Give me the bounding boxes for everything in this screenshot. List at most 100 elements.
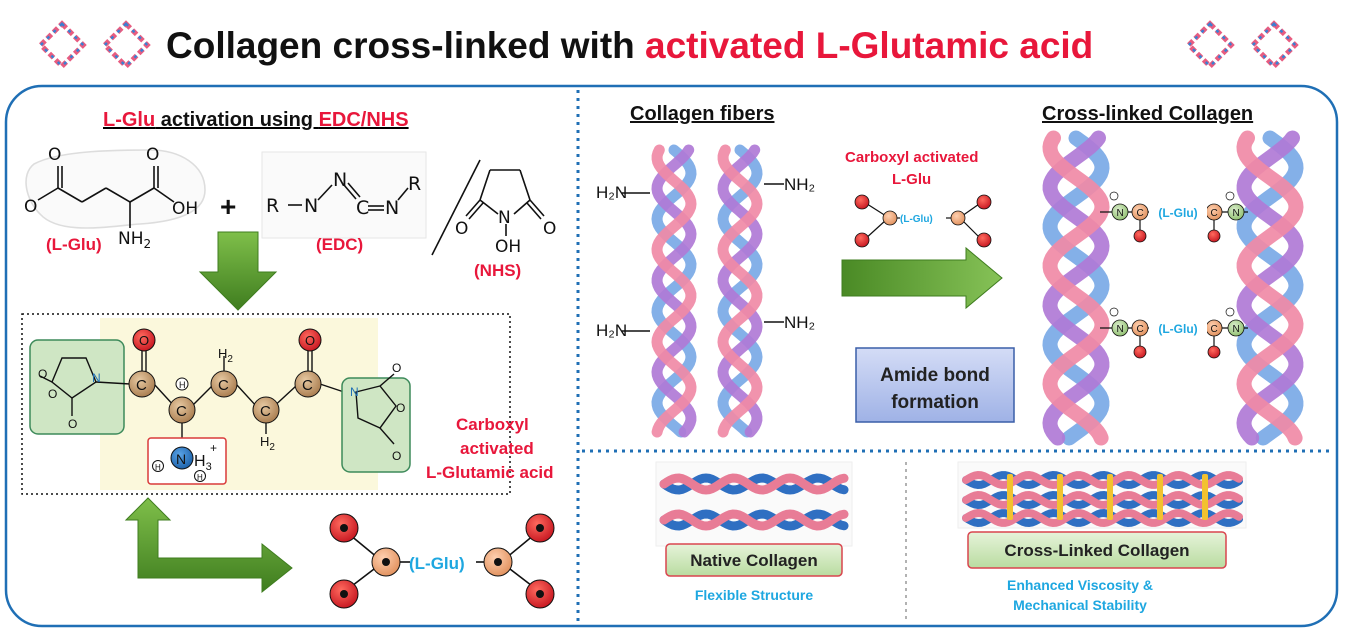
atom-n: N xyxy=(92,371,101,385)
amine-groups: H₂N H₂N NH₂ NH₂ xyxy=(596,175,815,340)
heading-edc-nhs: EDC/NHS xyxy=(319,109,409,131)
collagen-ring-icon xyxy=(1249,20,1299,70)
atom-label: N xyxy=(1117,208,1124,219)
rope-strand xyxy=(659,473,849,495)
oxygen-atom xyxy=(976,194,992,210)
helix-strand xyxy=(1236,130,1304,446)
atom-h3: H3 xyxy=(194,453,212,473)
atom-h2: H2 xyxy=(260,434,275,453)
atom-r: R xyxy=(266,195,279,217)
plus-sign: + xyxy=(220,191,236,222)
atom-label: C xyxy=(1137,324,1144,335)
nhs-ester-highlight xyxy=(29,339,125,435)
edc-structure: R N N C N R xyxy=(261,151,427,239)
atom-n: N xyxy=(304,195,318,217)
carbon-atom xyxy=(294,370,322,398)
helix-strand xyxy=(651,144,697,438)
carbon-dot xyxy=(382,558,390,566)
atom-label: N xyxy=(1233,324,1240,335)
atom-h2: H2 xyxy=(218,346,233,365)
oxygen-atom xyxy=(976,232,992,248)
heading-middle: activation using xyxy=(155,109,318,131)
atom-c: C xyxy=(302,377,313,394)
hydrogen-atom xyxy=(1225,307,1235,317)
crosslink-tie xyxy=(1157,474,1163,520)
oxygen-atom xyxy=(1207,345,1221,359)
oxygen-atom xyxy=(1133,229,1147,243)
activated-label-line3: L-Glutamic acid xyxy=(426,463,554,482)
subscript-2: 2 xyxy=(227,354,233,365)
hydrogen-atom xyxy=(175,377,189,391)
atom-o: O xyxy=(48,145,61,165)
h-text: H xyxy=(194,453,206,470)
atom-o: O xyxy=(139,333,149,348)
crosslinked-label: Cross-Linked Collagen xyxy=(1004,541,1189,560)
rope-strand xyxy=(659,509,849,531)
atom-o: O xyxy=(38,367,47,381)
carbon-atom xyxy=(128,370,156,398)
atom-r: R xyxy=(408,173,421,195)
atom-label: N xyxy=(1233,208,1240,219)
oxygen-atom xyxy=(132,328,156,352)
atom-o: O xyxy=(392,449,401,463)
title-part-black: Collagen cross-linked with xyxy=(166,25,645,66)
helix-layer xyxy=(651,130,1304,446)
amide-box-line2: formation xyxy=(891,392,979,413)
atom-o: O xyxy=(146,145,159,165)
atom-o: O xyxy=(48,387,57,401)
atom-label: C xyxy=(1211,208,1218,219)
atom-o: O xyxy=(455,219,468,239)
collagen-ring-icon xyxy=(101,20,151,70)
nhs-label: (NHS) xyxy=(474,261,521,280)
atom-o: O xyxy=(305,333,315,348)
atom-nh2: NH2 xyxy=(118,229,151,251)
lone-pair-dot xyxy=(536,524,544,532)
helix-strand xyxy=(717,144,763,438)
rope-strand xyxy=(962,508,1243,528)
fibers-heading: Collagen fibers xyxy=(630,103,774,125)
hydrogen-atom xyxy=(1109,307,1119,317)
carbon-atom xyxy=(950,210,966,226)
charge-plus: + xyxy=(210,441,217,455)
bent-arrow xyxy=(124,497,293,594)
hydrogen-atom xyxy=(1109,191,1119,201)
lglu-inline-label: (L-Glu) xyxy=(409,554,465,573)
crosslinked-caption-line1: Enhanced Viscosity & xyxy=(1007,577,1153,593)
atom-h: H xyxy=(197,473,203,482)
atom-label: C xyxy=(1211,324,1218,335)
atom-c: C xyxy=(218,377,229,394)
title-part-red: activated L-Glutamic acid xyxy=(645,25,1093,66)
page-title: Collagen cross-linked with activated L-G… xyxy=(166,25,1093,66)
atom-c: C xyxy=(356,197,369,219)
oxygen-atom xyxy=(854,232,870,248)
helix-strand xyxy=(1042,130,1110,446)
edc-label: (EDC) xyxy=(316,235,363,254)
atom-c: C xyxy=(260,403,271,420)
atom-label: C xyxy=(1137,208,1144,219)
amine-label: H₂N xyxy=(596,321,627,340)
helix-strand xyxy=(717,144,763,438)
left-heading: L-Glu activation using EDC/NHS xyxy=(103,109,409,131)
amide-box-line1: Amide bond xyxy=(880,365,990,386)
subscript-2: 2 xyxy=(269,442,275,453)
amine-label: NH₂ xyxy=(784,175,815,194)
atom-h: H xyxy=(179,380,186,390)
amide-bond-box xyxy=(855,347,1015,423)
native-ropes xyxy=(659,473,849,531)
crosslink-tie xyxy=(1202,474,1208,520)
intermediate-structure: O O N O N O O O O O C C C C C H H2 xyxy=(29,328,411,485)
hydrogen-atom xyxy=(194,470,206,482)
crosslinked-ropes xyxy=(962,470,1243,528)
crosslink-tie xyxy=(1107,474,1113,520)
down-arrow xyxy=(198,231,278,311)
crosslinked-heading: Cross-linked Collagen xyxy=(1042,103,1253,125)
reagent-label-line1: Carboxyl activated xyxy=(845,149,978,166)
reaction-arrow xyxy=(841,246,1003,310)
carbon-atom xyxy=(882,210,898,226)
collagen-ring-icon xyxy=(1185,20,1235,70)
helix-strand xyxy=(651,144,697,438)
atom-label: N xyxy=(1117,324,1124,335)
lone-pair-dot xyxy=(340,590,348,598)
